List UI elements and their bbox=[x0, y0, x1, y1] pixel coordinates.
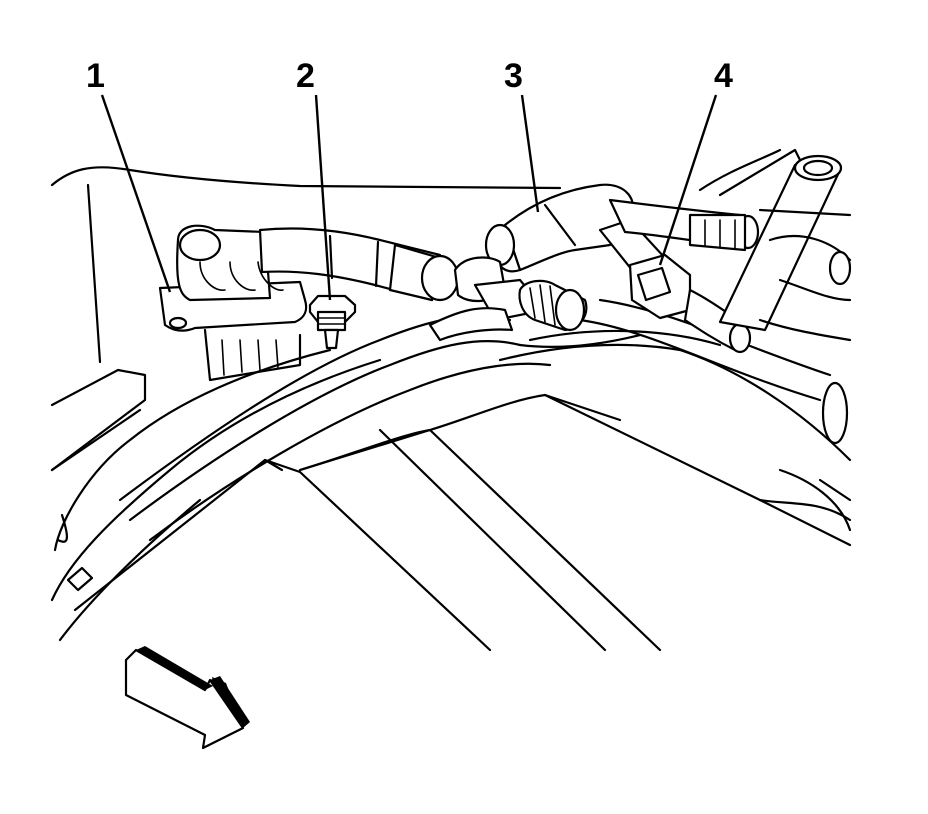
quick-connector bbox=[628, 253, 752, 354]
callout-2-leader bbox=[314, 94, 332, 301]
hose-clip-bracket bbox=[158, 224, 308, 332]
callout-4-leader bbox=[658, 94, 718, 266]
callout-1-label: 1 bbox=[86, 57, 105, 95]
callout-4-label: 4 bbox=[714, 57, 733, 95]
callout-1-leader bbox=[100, 94, 172, 293]
callouts: 1 2 3 4 bbox=[86, 57, 733, 301]
callout-2-label: 2 bbox=[296, 57, 315, 95]
front-direction-arrow-icon bbox=[124, 646, 250, 750]
hose-fittings bbox=[428, 223, 588, 342]
elbow-hose bbox=[493, 183, 760, 282]
engine-bay-background bbox=[50, 166, 852, 652]
callout-3-label: 3 bbox=[504, 57, 523, 95]
callout-3-leader bbox=[520, 94, 540, 213]
right-vent-tube bbox=[698, 148, 852, 342]
bolt bbox=[308, 294, 357, 350]
